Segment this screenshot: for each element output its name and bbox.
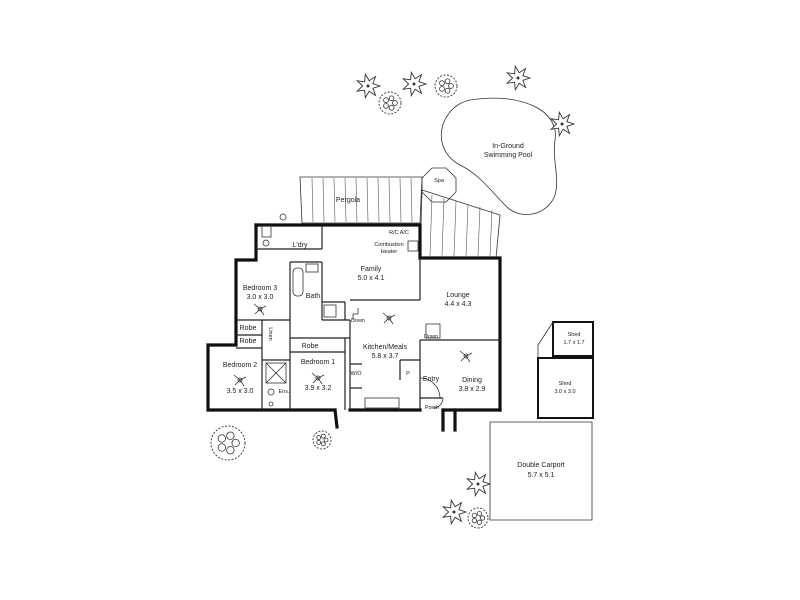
interior-walls — [236, 225, 500, 410]
entry-label: Entry — [423, 376, 440, 383]
down-label: Down — [351, 318, 365, 324]
spa-outline — [421, 167, 457, 203]
shed-large-label: Shed — [559, 381, 572, 387]
laundry-label: L'dry — [293, 242, 308, 249]
robe-label: Robe — [240, 338, 257, 345]
ceiling-fan-icon — [382, 312, 396, 325]
shed-small-size: 1.7 x 1.7 — [563, 340, 584, 346]
ceiling-fan-icon — [311, 372, 325, 385]
bedroom1-label: Bedroom 1 — [301, 359, 335, 366]
robe-label: Robe — [302, 343, 319, 350]
rcac-label: R/C A/C — [389, 230, 409, 236]
bedroom2-label: Bedroom 2 — [223, 362, 257, 369]
bath-label: Bath — [306, 293, 321, 300]
ceiling-fan-icon — [459, 350, 473, 363]
fixtures — [261, 213, 441, 409]
dining-label: Dining — [462, 377, 482, 384]
tree-icon — [401, 70, 428, 98]
shrub-icon — [210, 425, 246, 461]
shrub-icon — [434, 74, 458, 98]
robe-label: Robe — [240, 325, 257, 332]
shrub-icon — [378, 91, 402, 115]
shed-large-outline — [537, 357, 594, 419]
shed-small-outline — [552, 321, 594, 357]
linen-label: Linen — [267, 327, 273, 340]
kitchen-label: Kitchen/Meals — [363, 344, 407, 351]
tree-icon — [465, 470, 492, 498]
tree-icon — [505, 64, 532, 92]
bedroom3-size: 3.0 x 3.0 — [247, 294, 274, 301]
shed-wall — [537, 321, 554, 358]
carport-outline — [489, 421, 593, 521]
shed-small-label: Shed — [568, 332, 581, 338]
pergola-label: Pergola — [336, 197, 360, 204]
kitchen-size: 5.8 x 3.7 — [372, 353, 399, 360]
landscaping — [210, 64, 576, 529]
lounge-size: 4.4 x 4.3 — [445, 301, 472, 308]
tree-icon — [441, 498, 468, 526]
shed-large-size: 3.0 x 3.0 — [554, 389, 575, 395]
family-label: Family — [361, 266, 382, 273]
tree-icon — [355, 72, 382, 100]
ensuite-label: Ens. — [278, 389, 289, 395]
spa-label: Spa — [434, 178, 445, 184]
ceiling-fan-icon — [233, 303, 473, 387]
down-label: Down — [424, 334, 438, 340]
wo-label: W/O — [351, 371, 363, 377]
shrub-icon — [312, 430, 332, 450]
ceiling-fan-icon — [253, 303, 267, 316]
tree-icon — [549, 110, 576, 138]
door-swings — [419, 377, 444, 409]
pantry-label: P — [406, 371, 410, 377]
bedroom2-size: 3.5 x 3.0 — [227, 388, 254, 395]
pergola-decking — [299, 176, 501, 259]
dining-size: 3.8 x 2.9 — [459, 386, 486, 393]
carport-label: Double Carport — [517, 462, 565, 469]
family-size: 5.0 x 4.1 — [358, 275, 385, 282]
ceiling-fan-icon — [233, 374, 247, 387]
lounge-label: Lounge — [446, 292, 469, 299]
bedroom1-size: 3.9 x 3.2 — [305, 385, 332, 392]
shrub-icon — [467, 507, 489, 529]
porch-label: Porch — [425, 405, 439, 411]
carport-size: 5.7 x 5.1 — [528, 472, 555, 479]
bedroom3-label: Bedroom 3 — [243, 285, 277, 292]
